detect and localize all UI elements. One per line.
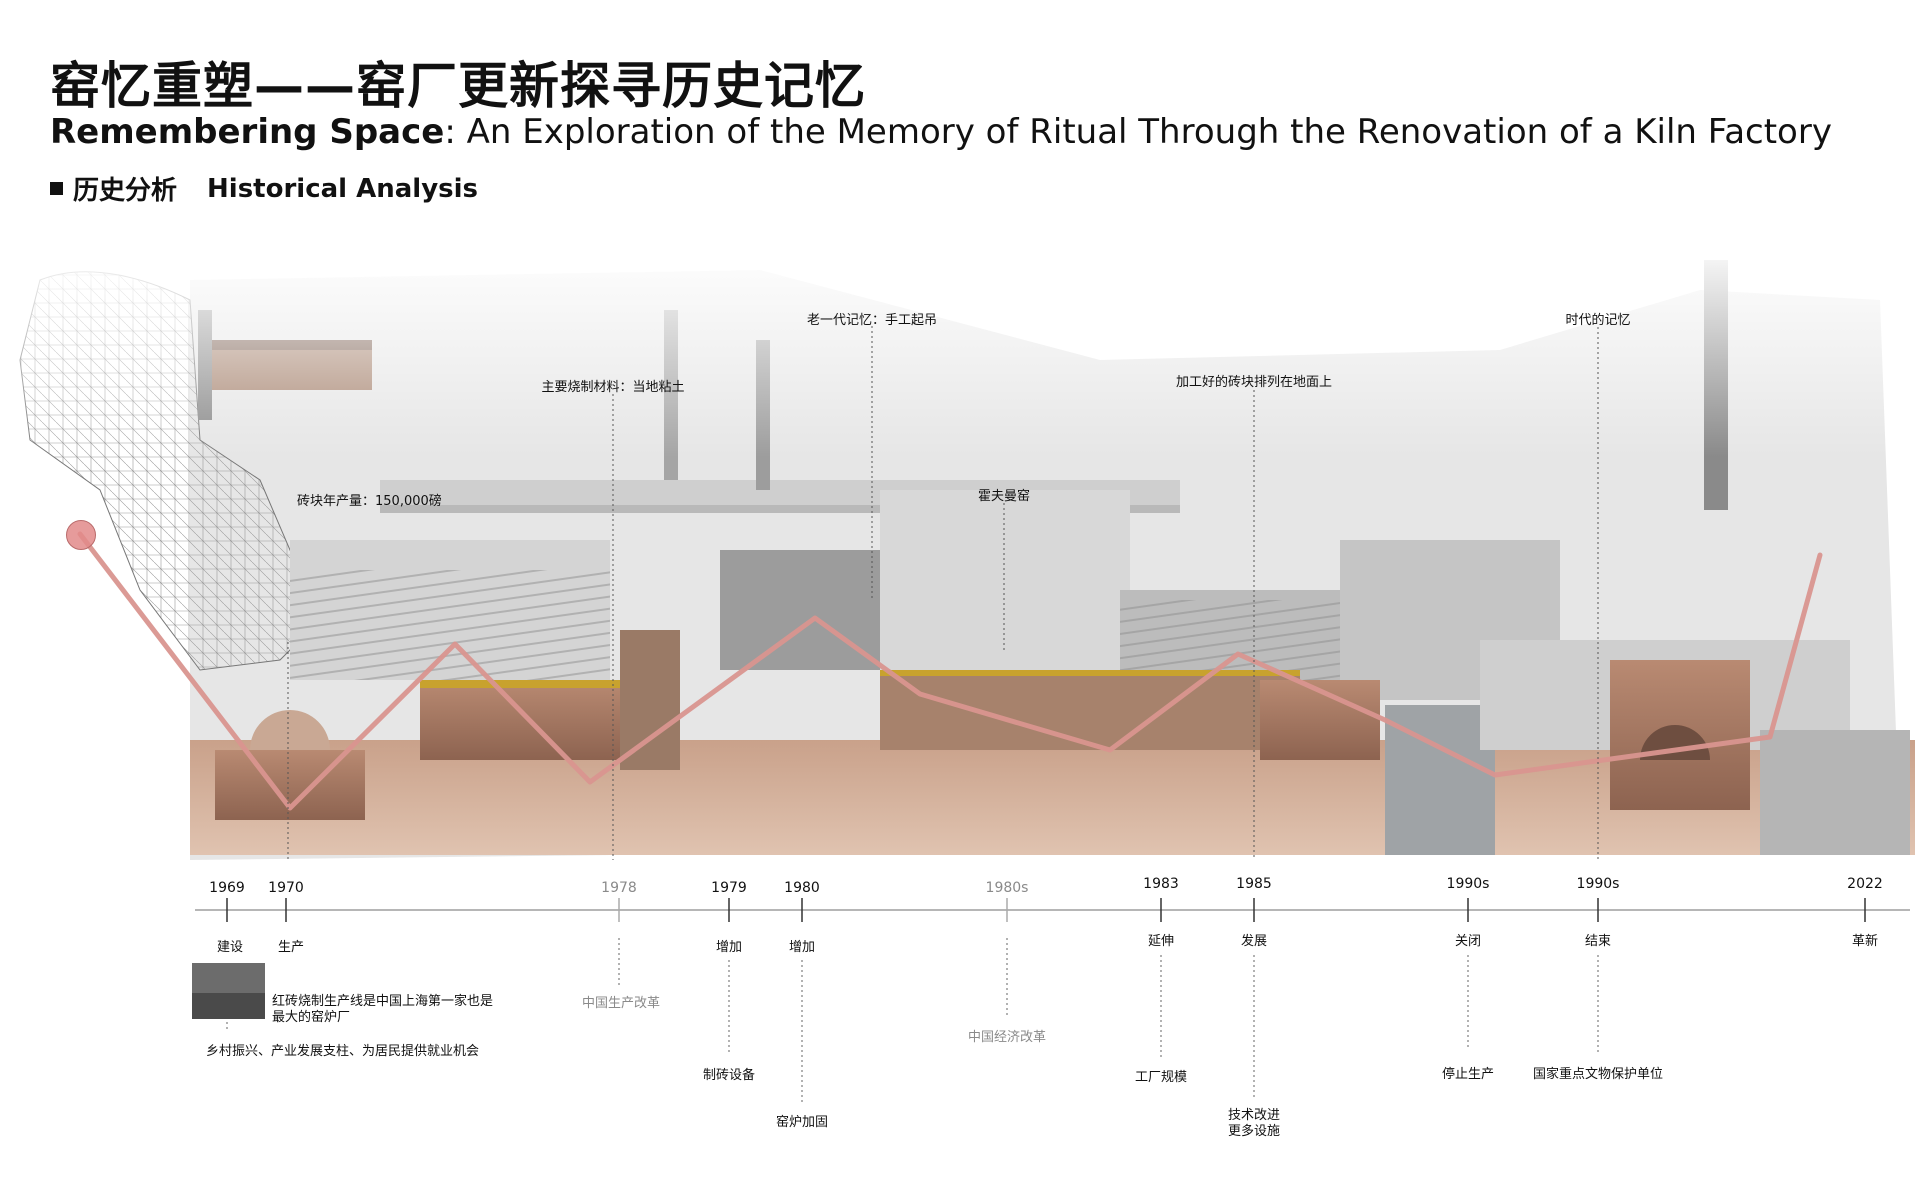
note-1985: 技术改进 更多设施 — [1227, 1108, 1281, 1139]
note-1970-main: 红砖烧制生产线是中国上海第一家也是最大的窑炉厂 — [272, 994, 494, 1025]
note-1990s-close: 停止生产 — [1441, 1067, 1495, 1082]
history-trend-line — [77, 531, 1823, 811]
note-1979: 制砖设备 — [702, 1068, 756, 1083]
event-1980: 增加 — [788, 940, 816, 955]
note-1983: 工厂规模 — [1134, 1070, 1188, 1085]
caption-hoffmann-kiln: 霍夫曼窑 — [977, 489, 1031, 504]
year-1990s-close: 1990s — [1446, 876, 1490, 892]
section-title-cn: 历史分析 — [73, 176, 178, 206]
year-1985: 1985 — [1236, 876, 1272, 892]
page-subtitle: Remembering Space: An Exploration of the… — [50, 112, 1832, 152]
event-1969: 建设 — [216, 940, 244, 955]
event-1985: 发展 — [1240, 934, 1268, 949]
event-1979: 增加 — [715, 940, 743, 955]
event-2022: 革新 — [1851, 934, 1879, 949]
subtitle-rest: : An Exploration of the Memory of Ritual… — [444, 112, 1832, 152]
event-1970: 生产 — [277, 940, 305, 955]
event-1990s-end: 结束 — [1584, 934, 1612, 949]
caption-era-memory: 时代的记忆 — [1565, 313, 1631, 328]
axis-ticks — [226, 898, 1866, 922]
year-1970: 1970 — [268, 880, 304, 896]
caption-main-material: 主要烧制材料：当地粘土 — [541, 380, 685, 395]
note-1980s: 中国经济改革 — [967, 1030, 1047, 1045]
note-1970-secondary: 乡村振兴、产业发展支柱、为居民提供就业机会 — [206, 1044, 480, 1059]
year-1990s-end: 1990s — [1576, 876, 1620, 892]
year-1983: 1983 — [1143, 876, 1179, 892]
caption-brick-output: 砖块年产量：150,000磅 — [297, 494, 442, 509]
year-1979: 1979 — [711, 880, 747, 896]
note-1980: 窑炉加固 — [775, 1115, 829, 1130]
subtitle-bold: Remembering Space — [50, 112, 445, 152]
year-1969: 1969 — [209, 880, 245, 896]
square-bullet-icon — [50, 182, 63, 195]
note-1990s-end: 国家重点文物保护单位 — [1532, 1067, 1664, 1082]
event-1983: 延伸 — [1147, 934, 1175, 949]
section-title-en: Historical Analysis — [207, 173, 479, 204]
section-heading: 历史分析 Historical Analysis — [50, 170, 478, 207]
year-1980s: 1980s — [985, 880, 1029, 896]
year-1980: 1980 — [784, 880, 820, 896]
location-marker — [66, 520, 96, 550]
note-1978: 中国生产改革 — [581, 996, 661, 1011]
caption-old-memory: 老一代记忆：手工起吊 — [806, 313, 938, 328]
event-1990s-close: 关闭 — [1454, 934, 1482, 949]
page-title: 窑忆重塑——窑厂更新探寻历史记忆 — [50, 57, 866, 115]
thumbnail-1970 — [192, 963, 265, 1019]
year-2022: 2022 — [1847, 876, 1883, 892]
year-1978: 1978 — [601, 880, 637, 896]
caption-bricks-ground: 加工好的砖块排列在地面上 — [1175, 375, 1333, 390]
